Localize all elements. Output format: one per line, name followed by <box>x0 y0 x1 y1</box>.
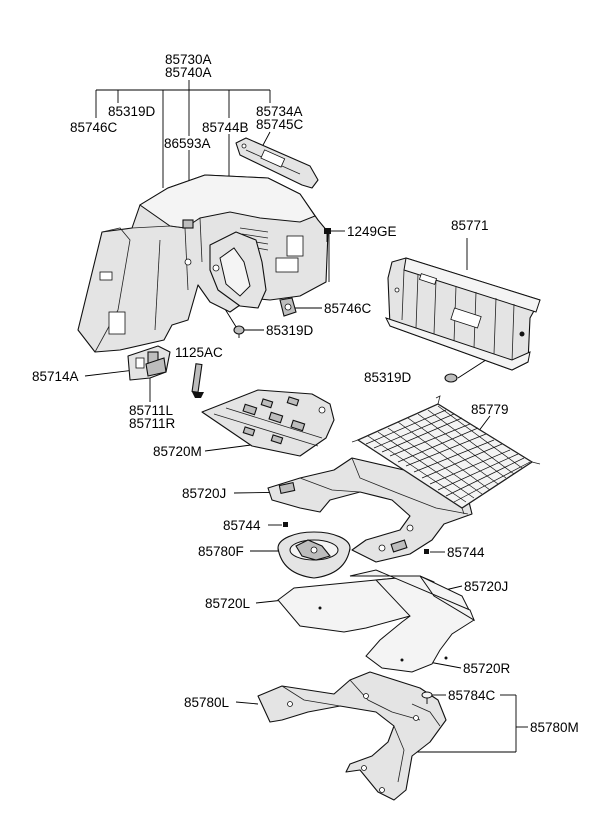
label-85714A: 85714A <box>32 369 79 384</box>
clip-85319D-mid <box>233 325 245 338</box>
rear-board-85771 <box>385 257 541 371</box>
label-85730A: 85730A <box>165 52 212 67</box>
bolt-1249GE <box>324 228 331 242</box>
label-85780F: 85780F <box>198 544 244 559</box>
label-1125AC: 1125AC <box>175 345 223 360</box>
label-85319D-right: 85319D <box>364 370 412 385</box>
fastener-85746C <box>279 297 297 317</box>
label-85784C: 85784C <box>448 688 496 703</box>
label-85745C: 85745C <box>256 117 304 132</box>
clip-85319D-right <box>444 373 458 383</box>
label-86593A: 86593A <box>164 136 211 151</box>
trim-lid-85734A <box>235 137 319 189</box>
label-85746C-top: 85746C <box>70 120 118 135</box>
label-85720J-left: 85720J <box>182 486 226 501</box>
screw-1125AC <box>191 363 204 398</box>
label-85780M: 85780M <box>530 720 579 735</box>
bracket-85714A <box>127 345 171 381</box>
label-85319D-mid: 85319D <box>266 323 314 338</box>
label-1249GE: 1249GE <box>347 224 397 239</box>
label-85771: 85771 <box>451 218 489 233</box>
tire-tub-85780F <box>277 531 351 579</box>
clip-85744-right <box>424 549 429 554</box>
label-85711L: 85711L <box>129 403 174 418</box>
floor-panel-85720M <box>201 389 335 457</box>
cargo-net-85779 <box>351 395 541 515</box>
label-85744-right: 85744 <box>447 545 485 560</box>
label-85720J-right: 85720J <box>464 579 508 594</box>
plug-85784C <box>421 691 433 704</box>
label-85734A: 85734A <box>256 104 303 119</box>
label-85740A: 85740A <box>165 65 212 80</box>
clip-85744-left <box>283 522 288 527</box>
carpet-85720R <box>349 569 476 673</box>
label-85744B: 85744B <box>202 120 249 135</box>
floor-base-85780L <box>257 671 447 801</box>
label-85720M: 85720M <box>153 444 202 459</box>
label-85746C-mid: 85746C <box>324 301 372 316</box>
label-85720R: 85720R <box>463 661 511 676</box>
label-85711R: 85711R <box>129 416 176 431</box>
part-labels: 85730A 85740A 85319D 85746C 85734A 85745… <box>32 52 579 735</box>
label-85779: 85779 <box>471 402 509 417</box>
label-85319D-top: 85319D <box>108 104 156 119</box>
floor-carrier-85720J <box>267 457 473 563</box>
label-85744-left: 85744 <box>223 518 261 533</box>
label-85780L: 85780L <box>184 695 230 710</box>
label-85720L: 85720L <box>205 596 251 611</box>
side-trim-85730A <box>77 174 329 353</box>
